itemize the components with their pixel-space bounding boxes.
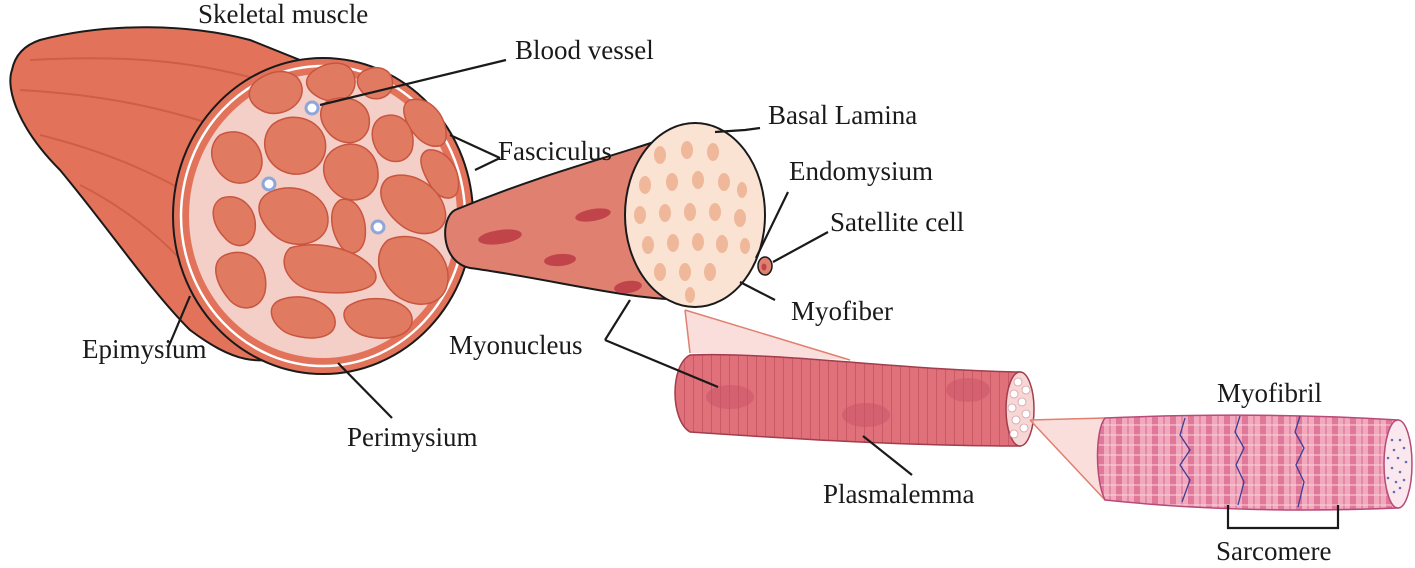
label-myonucleus: Myonucleus [449, 330, 582, 360]
fascicles [210, 62, 460, 339]
muscle-striation [29, 57, 261, 81]
fascicle [283, 244, 377, 294]
myofiber-cone [444, 122, 773, 308]
myofibril-end [1383, 419, 1413, 509]
fascicle [212, 196, 257, 247]
fascicle [420, 149, 460, 199]
myofibril-end-dots [1386, 438, 1408, 494]
satellite-cell-nucleus [761, 263, 767, 271]
striated-fiber-body [674, 353, 1021, 447]
myonucleus-shape [478, 229, 522, 245]
fascicle [356, 67, 394, 100]
fascicle [248, 70, 303, 115]
label-endomysium: Endomysium [789, 156, 933, 186]
fiber-end-fibrils [1007, 377, 1031, 439]
label-plasmalemma: Plasmalemma [823, 479, 974, 509]
zoom-line [684, 309, 691, 354]
myonucleus-shape [706, 385, 754, 409]
fascicle [403, 98, 447, 147]
label-skeletal-muscle: Skeletal muscle [198, 0, 368, 29]
fascicle [270, 296, 336, 339]
fascicle [210, 131, 263, 184]
myofibril-body [1096, 414, 1399, 511]
leader-lines [166, 58, 1340, 530]
zoom-line [684, 309, 851, 361]
z-disc [1234, 415, 1245, 506]
myonucleus-shape [544, 253, 576, 267]
fascicle [371, 114, 414, 163]
myonucleus-shape [842, 403, 890, 427]
myonucleus-shape [575, 208, 611, 222]
label-epimysium: Epimysium [82, 334, 207, 364]
fascicle [320, 97, 371, 144]
striated-muscle-fiber [674, 353, 1035, 447]
fascicle [263, 116, 327, 175]
myofibril-cylinder [1096, 414, 1413, 511]
label-perimysium: Perimysium [347, 422, 478, 452]
label-sarcomere: Sarcomere [1216, 536, 1331, 566]
blood-vessels [261, 100, 386, 235]
zoom-line [1029, 417, 1106, 421]
fascicle [380, 174, 447, 235]
fascicle [258, 187, 329, 246]
myofibril-cross-sections [634, 141, 750, 303]
fascicle [323, 143, 379, 201]
fascicle [377, 235, 449, 305]
fascicle [215, 251, 267, 309]
fascicle [343, 297, 413, 339]
label-basal-lamina: Basal Lamina [768, 100, 917, 130]
label-myofibril: Myofibril [1217, 378, 1322, 408]
label-fasciculus: Fasciculus [498, 136, 612, 166]
z-disc [1294, 415, 1305, 508]
myonucleus-shape [946, 378, 990, 402]
zoom-line [1029, 419, 1106, 501]
label-satellite-cell: Satellite cell [830, 207, 964, 237]
blood-vessel-icon [370, 219, 386, 235]
myonucleus-shape [614, 280, 642, 294]
fascicle [331, 198, 367, 254]
blood-vessel-icon [261, 176, 277, 192]
labels: Skeletal muscle Blood vessel Fasciculus … [82, 0, 1331, 566]
label-myofiber: Myofiber [791, 296, 893, 326]
skeletal-muscle-bundle [9, 26, 474, 375]
z-disc [1179, 417, 1191, 503]
label-blood-vessel: Blood vessel [515, 35, 654, 65]
blood-vessel-icon [304, 100, 320, 116]
